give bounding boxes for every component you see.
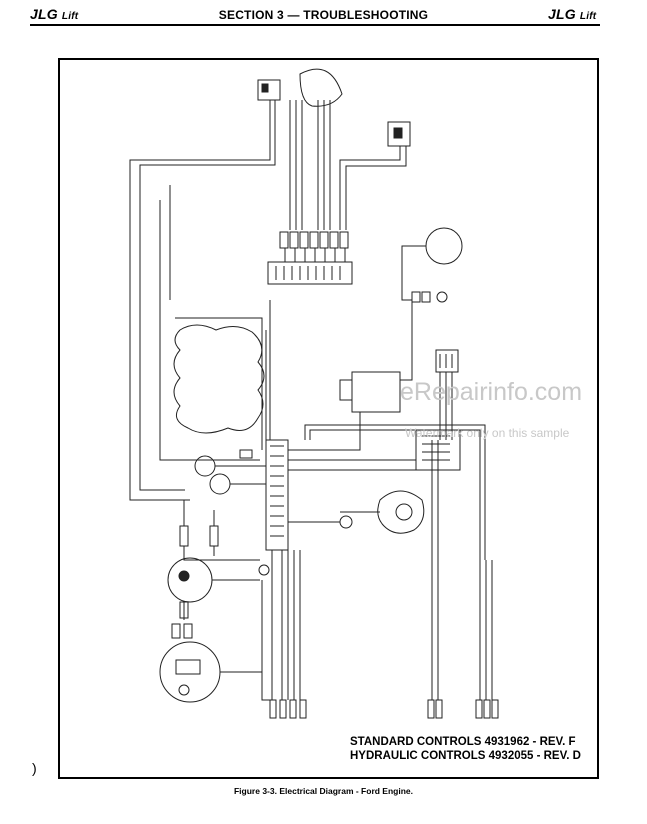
wire bbox=[400, 330, 413, 381]
wire bbox=[284, 248, 346, 262]
brand-name: JLG bbox=[30, 6, 58, 22]
watermark: eRepairinfo.com bbox=[400, 378, 583, 406]
wire bbox=[220, 671, 263, 690]
connector bbox=[183, 623, 193, 639]
note-cloud bbox=[173, 324, 265, 434]
bottom-connector bbox=[491, 699, 499, 719]
bottom-connector bbox=[289, 699, 297, 719]
wire bbox=[439, 372, 453, 440]
section-title: SECTION 3 — TROUBLESHOOTING bbox=[218, 8, 429, 22]
brand-logo-right: JLG Lift bbox=[548, 6, 596, 22]
alternator-terminal bbox=[178, 684, 190, 696]
bottom-connector bbox=[279, 699, 287, 719]
wire bbox=[339, 379, 352, 401]
page-mark: ) bbox=[32, 760, 37, 776]
bottom-connector bbox=[269, 699, 277, 719]
connector-pin bbox=[393, 127, 403, 139]
connector-pins bbox=[422, 435, 450, 461]
alternator-plug bbox=[175, 659, 201, 675]
bottom-connector bbox=[475, 699, 483, 719]
brand-suffix: Lift bbox=[579, 11, 597, 22]
sender-icon bbox=[436, 291, 448, 303]
fuse-block bbox=[279, 231, 349, 249]
terminal-strip bbox=[267, 261, 353, 285]
controls-label-block: STANDARD CONTROLS 4931962 - REV. F HYDRA… bbox=[350, 735, 581, 763]
connector-top-center bbox=[299, 68, 343, 107]
terminal-dots bbox=[270, 445, 284, 537]
connector bbox=[171, 623, 181, 639]
connector bbox=[239, 449, 253, 459]
connector-pin bbox=[261, 83, 269, 93]
switch-icon bbox=[209, 473, 231, 495]
watermark-subtext: Watermark only on this sample bbox=[405, 426, 570, 440]
brand-suffix: Lift bbox=[61, 11, 79, 22]
bottom-connector bbox=[299, 699, 307, 719]
bottom-connector bbox=[435, 699, 443, 719]
wire bbox=[175, 317, 263, 450]
coil-icon bbox=[339, 515, 353, 529]
relay-module bbox=[351, 371, 401, 413]
wire bbox=[309, 429, 481, 560]
connector bbox=[421, 291, 431, 303]
brand-name: JLG bbox=[548, 6, 576, 22]
wire bbox=[345, 146, 407, 230]
bottom-connector bbox=[483, 699, 491, 719]
header-rule bbox=[30, 24, 600, 26]
wire bbox=[215, 465, 266, 485]
connector-top-right bbox=[387, 121, 411, 147]
switch-icon bbox=[194, 455, 216, 477]
figure-caption: Figure 3-3. Electrical Diagram - Ford En… bbox=[233, 786, 413, 796]
starter-terminal bbox=[178, 570, 190, 582]
terminal-column bbox=[265, 439, 289, 551]
connector bbox=[411, 291, 421, 303]
brand-logo-left: JLG Lift bbox=[30, 6, 78, 22]
wire bbox=[139, 100, 276, 340]
fuse-icon bbox=[179, 601, 189, 619]
gauge-icon bbox=[425, 227, 463, 265]
alternator-icon bbox=[159, 641, 221, 703]
starter-motor-icon bbox=[167, 557, 213, 603]
resistor-icon bbox=[179, 525, 189, 547]
wire bbox=[129, 360, 190, 501]
wire bbox=[183, 500, 260, 561]
wire bbox=[261, 580, 272, 701]
governor-block bbox=[435, 349, 459, 373]
wire bbox=[288, 412, 361, 451]
terminal-pins bbox=[275, 266, 341, 280]
wire bbox=[129, 100, 271, 360]
wire bbox=[479, 560, 493, 700]
ground-terminal-icon bbox=[258, 564, 270, 576]
wire bbox=[159, 200, 260, 461]
wire bbox=[339, 146, 401, 230]
connector-top-left bbox=[257, 79, 281, 101]
bottom-connector bbox=[427, 699, 435, 719]
distributor-cap bbox=[395, 503, 413, 521]
wire bbox=[139, 340, 185, 491]
diagram-frame bbox=[58, 58, 599, 779]
hydraulic-controls-label: HYDRAULIC CONTROLS 4932055 - REV. D bbox=[350, 750, 581, 762]
resistor-icon bbox=[209, 525, 219, 547]
governor-pins bbox=[439, 354, 453, 368]
wire bbox=[401, 245, 426, 301]
standard-controls-label: STANDARD CONTROLS 4931962 - REV. F bbox=[350, 736, 576, 748]
wire bbox=[304, 424, 486, 560]
distributor-icon bbox=[377, 490, 425, 534]
